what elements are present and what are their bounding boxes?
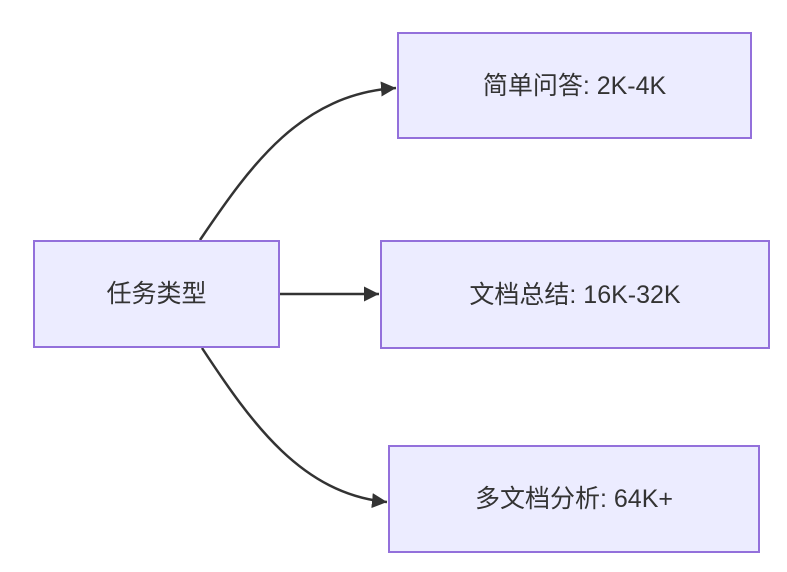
node-multi-doc-label: 多文档分析: 64K+ [475,485,673,513]
node-simple-qa-label: 简单问答: 2K-4K [482,71,667,100]
node-simple-qa: 简单问答: 2K-4K [397,32,752,139]
edge-task-to-multi-doc [200,347,388,509]
node-doc-summary: 文档总结: 16K-32K [380,240,770,349]
node-doc-summary-label: 文档总结: 16K-32K [469,280,681,309]
edge-task-to-simple-qa [198,81,397,241]
node-task-type-label: 任务类型 [106,280,207,308]
node-task-type: 任务类型 [33,240,280,348]
node-multi-doc: 多文档分析: 64K+ [388,445,760,553]
